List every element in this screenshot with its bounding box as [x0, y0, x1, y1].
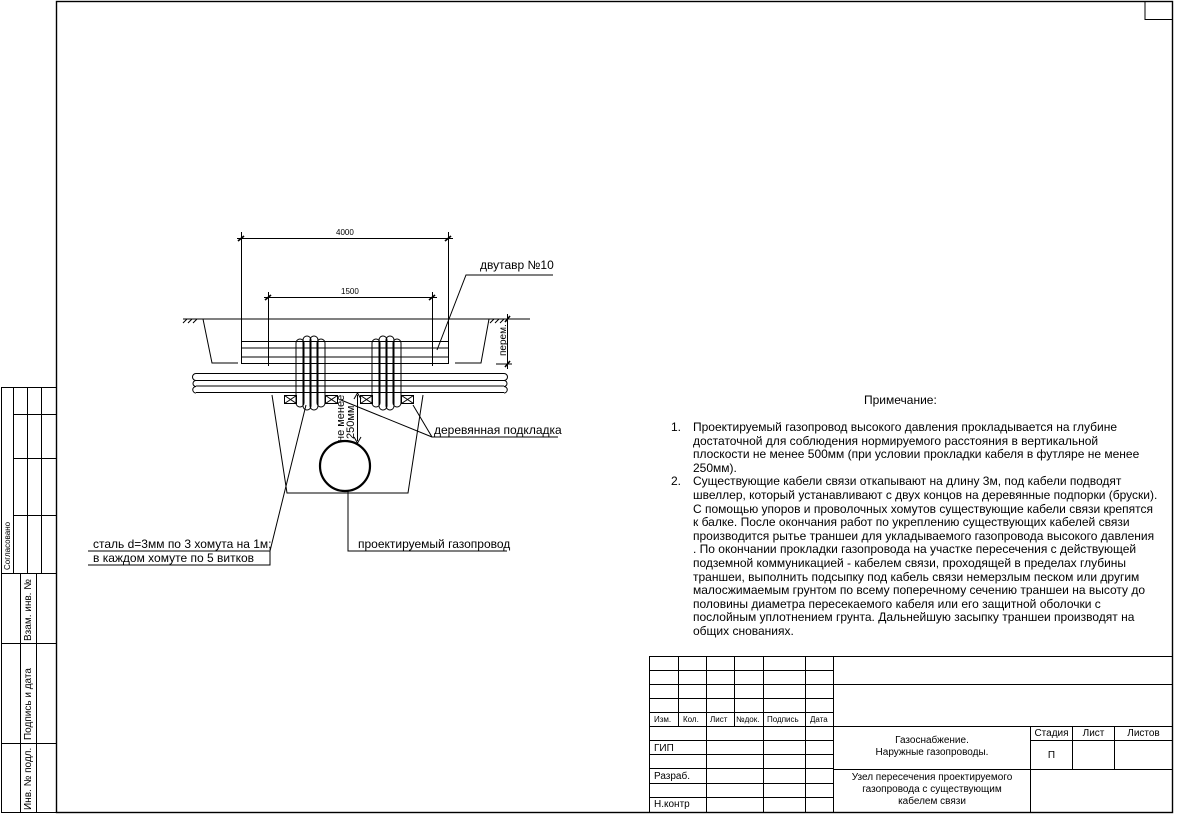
- side-stamp: [1, 387, 57, 813]
- leader-ibeam: [436, 274, 553, 351]
- tb-header-kol: Кол.: [683, 715, 699, 724]
- tb-header-ndok: №док.: [736, 715, 760, 724]
- tb-sheet-header: Лист: [1082, 728, 1105, 739]
- ibeam: [241, 341, 449, 364]
- tb-header-data: Дата: [810, 715, 828, 724]
- depth-label: перем.: [498, 324, 509, 356]
- stamp-podpis: Подпись и дата: [23, 668, 34, 740]
- sheet-frame: [55, 0, 1174, 814]
- tb-stage-header: Стадия: [1034, 728, 1069, 739]
- depth-dimension: [496, 314, 512, 369]
- gas-pipe-label: проектируемый газопровод: [358, 537, 511, 551]
- ibeam-label: двутавр №10: [480, 258, 554, 272]
- wire-clamp-left: [295, 335, 326, 411]
- stamp-agreed: Согласовано: [3, 521, 12, 570]
- tb-drawing-title: Узел пересечения проектируемого газопров…: [851, 772, 1013, 807]
- tb-role-razrab: Разраб.: [654, 771, 691, 782]
- clearance-label-2: 250мм: [345, 405, 357, 439]
- leader-wood: [340, 399, 558, 438]
- tb-header-podpis: Подпись: [767, 715, 799, 724]
- dimension-4000: [237, 232, 453, 341]
- tb-project-title: Газоснабжение. Наружные газопроводы.: [875, 735, 989, 758]
- dim-outer-label: 4000: [336, 228, 354, 237]
- clearance-dimension: [353, 392, 362, 444]
- wood-pad-label: деревянная подкладка: [434, 423, 562, 437]
- tb-role-gip: ГИП: [654, 743, 674, 754]
- note-item: 1.Проектируемый газопровод высокого давл…: [671, 420, 1140, 475]
- leader-pipe: [347, 491, 507, 552]
- clamp-label-2: в каждом хомуте по 5 витков: [93, 551, 254, 565]
- stamp-vzam: Взам. инв. №: [23, 579, 34, 641]
- leader-clamp: [88, 404, 307, 566]
- tb-header-list: Лист: [710, 715, 728, 724]
- trench-upper: [202, 318, 490, 364]
- tb-stage-value: П: [1047, 750, 1056, 761]
- gas-pipe: [318, 439, 372, 493]
- tb-sheets-header: Листов: [1127, 728, 1160, 739]
- dimension-1500: [264, 292, 437, 366]
- clamp-label-1: сталь d=3мм по 3 хомута на 1м;: [93, 537, 272, 551]
- stamp-inv: Инв. № подл.: [23, 747, 34, 810]
- wire-clamp-right: [371, 335, 402, 411]
- note-title: Примечание:: [864, 393, 937, 407]
- tb-header-izm: Изм.: [654, 715, 672, 724]
- title-block: [649, 656, 1173, 813]
- communication-cables: [192, 373, 508, 394]
- corner-mark: [1144, 1, 1173, 20]
- wooden-pads: [284, 395, 414, 404]
- ground-surface: [182, 318, 530, 324]
- note-list: 1.Проектируемый газопровод высокого давл…: [668, 420, 1158, 639]
- dim-inner-label: 1500: [341, 287, 359, 296]
- note-item: 2.Существующие кабели связи откапывают н…: [671, 474, 1158, 638]
- tb-role-nkontr: Н.контр: [654, 799, 690, 810]
